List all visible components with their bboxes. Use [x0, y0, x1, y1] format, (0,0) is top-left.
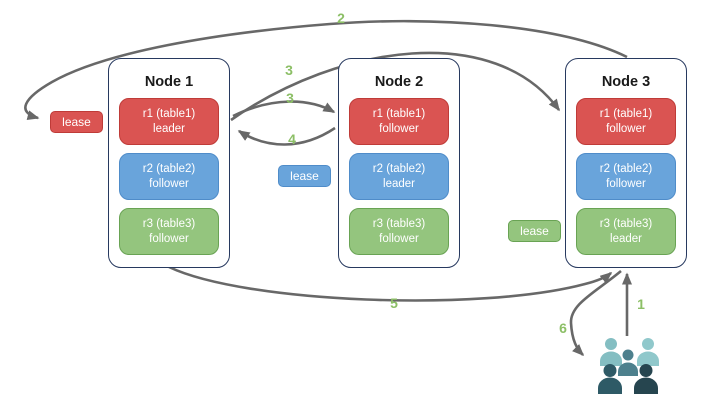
lease-badge-green: lease	[508, 220, 561, 242]
replica-name: r1 (table1)	[372, 107, 426, 120]
replica-role: follower	[379, 122, 419, 135]
replica-r1-node-3: r1 (table1) follower	[576, 98, 676, 145]
replica-r2-node-1: r2 (table2) follower	[119, 153, 219, 200]
node-1: Node 1 r1 (table1) leader r2 (table2) follo…	[108, 58, 230, 268]
replica-r3-node-3: r3 (table3) leader	[576, 208, 676, 255]
person-middle-icon	[618, 349, 638, 376]
step-label-3: 3	[286, 90, 294, 106]
step-label-1: 1	[637, 296, 645, 312]
arrow-step-4-node2-follower-to-node1-leader	[237, 126, 336, 146]
replica-role: leader	[153, 122, 185, 135]
replica-r2-node-3: r2 (table2) follower	[576, 153, 676, 200]
replica-name: r2 (table2)	[372, 162, 426, 175]
replica-name: r3 (table3)	[142, 217, 196, 230]
users-icon	[598, 338, 659, 394]
person-bottom-left-icon	[598, 364, 622, 394]
node-2: Node 2 r1 (table1) follower r2 (table2) lea…	[338, 58, 460, 268]
arrow-step-3-node1-leader-to-node3-follower	[230, 51, 561, 122]
step-label-6: 6	[559, 320, 567, 336]
person-top-left-icon	[600, 338, 622, 366]
replica-name: r2 (table2)	[142, 162, 196, 175]
replica-r3-node-2: r3 (table3) follower	[349, 208, 449, 255]
arrow-step-3-node1-leader-to-node2-follower	[232, 100, 336, 118]
step-label-3: 3	[285, 62, 293, 78]
arrow-step-6-node3-to-client	[569, 270, 622, 357]
replica-name: r1 (table1)	[142, 107, 196, 120]
replica-role: follower	[379, 232, 419, 245]
person-bottom-right-icon	[634, 364, 658, 394]
replica-name: r3 (table3)	[372, 217, 426, 230]
replica-r2-node-2: r2 (table2) leader	[349, 153, 449, 200]
lease-badge-blue: lease	[278, 165, 331, 187]
node-title: Node 3	[601, 74, 651, 90]
replica-name: r1 (table1)	[599, 107, 653, 120]
replica-role: follower	[149, 232, 189, 245]
replica-role: follower	[606, 122, 646, 135]
step-label-5: 5	[390, 295, 398, 311]
node-3: Node 3 r1 (table1) follower r2 (table2) fol…	[565, 58, 687, 268]
step-label-2: 2	[337, 10, 345, 26]
lease-badge-red: lease	[50, 111, 103, 133]
replica-r1-node-1: r1 (table1) leader	[119, 98, 219, 145]
replica-role: leader	[610, 232, 642, 245]
replica-role: follower	[606, 177, 646, 190]
person-top-right-icon	[637, 338, 659, 366]
step-label-4: 4	[288, 131, 296, 147]
replica-role: follower	[149, 177, 189, 190]
node-title: Node 1	[144, 74, 194, 90]
replica-r3-node-1: r3 (table3) follower	[119, 208, 219, 255]
arrow-step-5-node1-to-node3	[168, 265, 613, 302]
replica-role: leader	[383, 177, 415, 190]
node-title: Node 2	[374, 74, 424, 90]
replica-r1-node-2: r1 (table1) follower	[349, 98, 449, 145]
arrow-step-2-node3-to-lease-r1	[24, 19, 628, 121]
replica-name: r3 (table3)	[599, 217, 653, 230]
replica-name: r2 (table2)	[599, 162, 653, 175]
